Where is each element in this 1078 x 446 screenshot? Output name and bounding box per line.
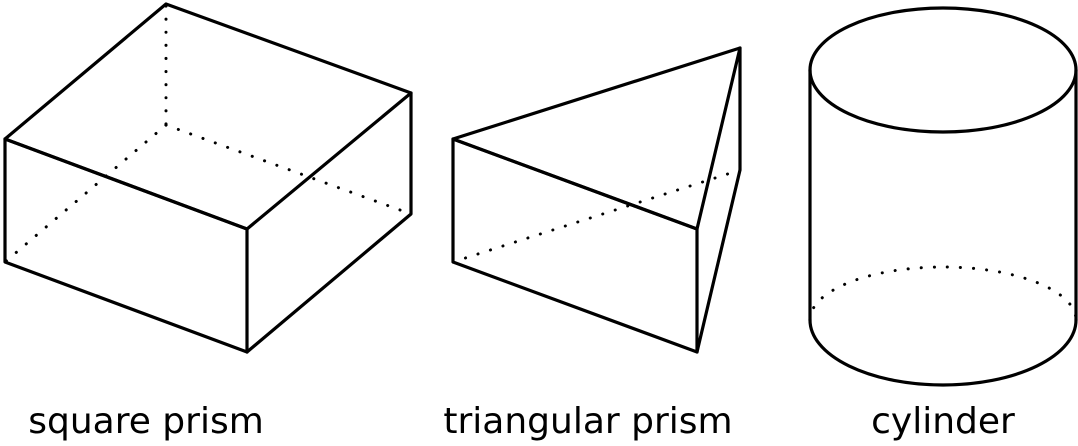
triangular-prism-figure (451, 46, 742, 354)
square-prism-hidden-left-edge (3, 123, 168, 264)
square-prism-hidden-right-edge (164, 123, 413, 216)
cylinder-hidden-base-arc (808, 265, 1078, 322)
square-prism-label: square prism (28, 401, 264, 442)
cylinder-top-ellipse (808, 6, 1078, 134)
triangular-prism-front-face (451, 137, 699, 354)
triangular-prism-top-face (451, 46, 742, 231)
square-prism-front-face (3, 137, 249, 354)
square-prism-top-face (3, 2, 413, 231)
cylinder-label: cylinder (871, 401, 1015, 442)
triangular-prism-back-edge (695, 46, 742, 354)
cylinder-figure (808, 6, 1078, 387)
square-prism-figure (3, 2, 413, 354)
square-prism-right-face (245, 91, 413, 354)
cylinder-base-front-arc (808, 318, 1078, 387)
triangular-prism-label: triangular prism (443, 401, 733, 442)
